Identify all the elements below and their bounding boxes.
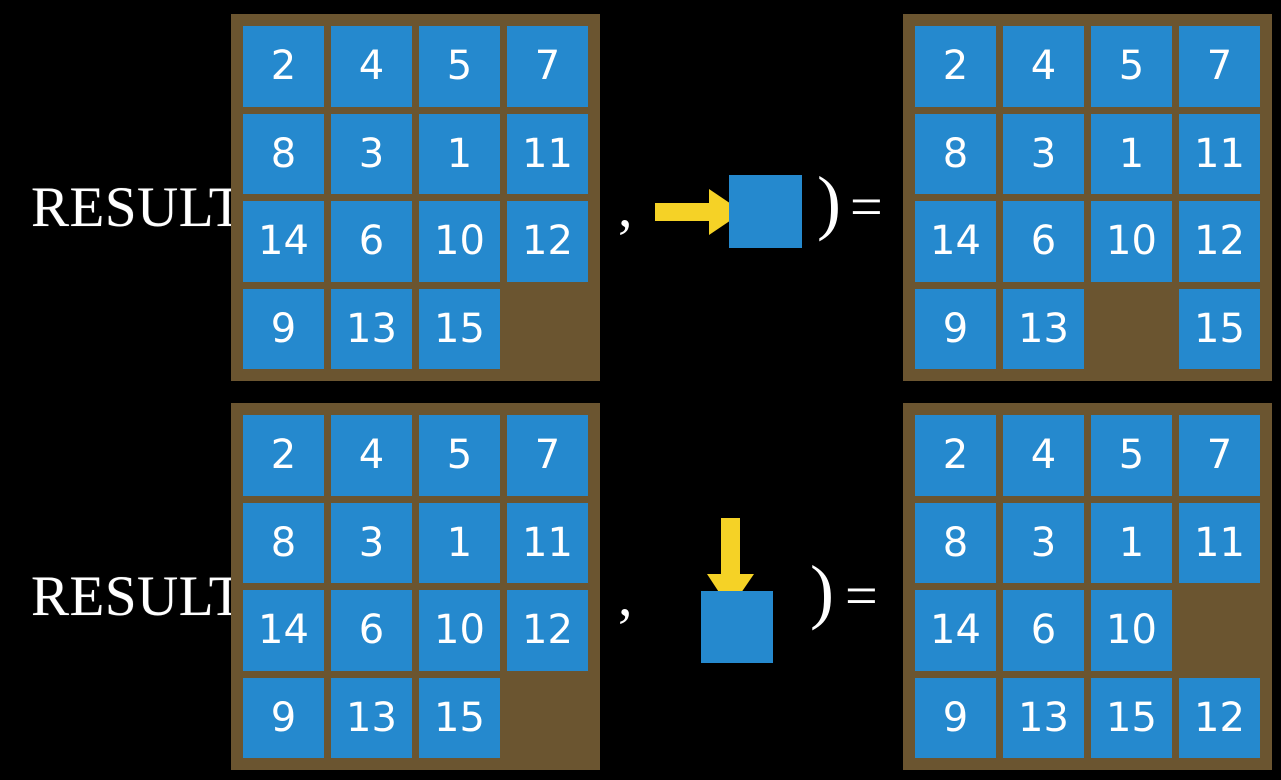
tile[interactable]: 15 (419, 677, 500, 758)
blank-tile (1091, 289, 1172, 370)
tile[interactable]: 6 (1003, 201, 1084, 282)
tile[interactable]: 14 (915, 201, 996, 282)
output-board-row1: 2 4 5 7 8 3 1 11 14 6 10 12 9 13 15 (903, 14, 1272, 381)
tile[interactable]: 13 (331, 288, 412, 369)
tile[interactable]: 12 (507, 590, 588, 671)
equals-sign-row2: = (845, 563, 878, 628)
tile[interactable]: 4 (1003, 26, 1084, 107)
tile[interactable]: 2 (915, 26, 996, 107)
arrow-down-icon (707, 518, 754, 609)
close-paren-row1: ) (817, 162, 841, 242)
tile[interactable]: 12 (1179, 677, 1260, 758)
tile[interactable]: 5 (1091, 415, 1172, 496)
tile[interactable]: 13 (331, 677, 412, 758)
tile[interactable]: 15 (419, 288, 500, 369)
tile[interactable]: 4 (331, 415, 412, 496)
tile[interactable]: 8 (243, 113, 324, 194)
tile[interactable]: 2 (915, 415, 996, 496)
tile[interactable]: 7 (1179, 26, 1260, 107)
result-word-row2: RESULT (31, 565, 245, 628)
tile[interactable]: 6 (331, 590, 412, 671)
input-board-row2: 2 4 5 7 8 3 1 11 14 6 10 12 9 13 15 (231, 403, 600, 770)
tile[interactable]: 6 (331, 201, 412, 282)
tile[interactable]: 2 (243, 26, 324, 107)
tile[interactable]: 11 (1179, 502, 1260, 583)
tile[interactable]: 10 (1091, 201, 1172, 282)
blank-tile (1179, 590, 1260, 671)
tile[interactable]: 1 (419, 113, 500, 194)
blank-tile (507, 289, 588, 370)
tile[interactable]: 11 (507, 502, 588, 583)
tile[interactable]: 4 (331, 26, 412, 107)
tile[interactable]: 1 (1091, 113, 1172, 194)
tile[interactable]: 4 (1003, 415, 1084, 496)
tile[interactable]: 8 (915, 502, 996, 583)
input-board-row1: 2 4 5 7 8 3 1 11 14 6 10 12 9 13 15 (231, 14, 600, 381)
tile[interactable]: 14 (243, 201, 324, 282)
comma-separator-row2: , (618, 563, 633, 628)
tile[interactable]: 10 (419, 590, 500, 671)
tile[interactable]: 10 (1091, 590, 1172, 671)
result-label-row2: RESULT( (31, 564, 263, 626)
tile[interactable]: 15 (1091, 677, 1172, 758)
tile[interactable]: 7 (507, 26, 588, 107)
tile[interactable]: 9 (243, 677, 324, 758)
tile[interactable]: 3 (1003, 502, 1084, 583)
tile[interactable]: 10 (419, 201, 500, 282)
close-paren-row2: ) (810, 551, 834, 631)
tile[interactable]: 14 (915, 590, 996, 671)
output-board-row2: 2 4 5 7 8 3 1 11 14 6 10 9 13 15 12 (903, 403, 1272, 770)
move-target-square-row1 (729, 175, 802, 248)
tile[interactable]: 8 (243, 502, 324, 583)
tile[interactable]: 11 (507, 113, 588, 194)
tile[interactable]: 7 (507, 415, 588, 496)
tile[interactable]: 14 (243, 590, 324, 671)
tile[interactable]: 3 (331, 502, 412, 583)
tile[interactable]: 1 (1091, 502, 1172, 583)
comma-separator-row1: , (618, 174, 633, 239)
tile[interactable]: 15 (1179, 288, 1260, 369)
tile[interactable]: 8 (915, 113, 996, 194)
tile[interactable]: 13 (1003, 677, 1084, 758)
tile[interactable]: 12 (1179, 201, 1260, 282)
tile[interactable]: 9 (915, 677, 996, 758)
tile[interactable]: 13 (1003, 288, 1084, 369)
tile[interactable]: 2 (243, 415, 324, 496)
tile[interactable]: 9 (243, 288, 324, 369)
blank-tile (507, 678, 588, 759)
tile[interactable]: 5 (419, 415, 500, 496)
tile[interactable]: 5 (419, 26, 500, 107)
tile[interactable]: 7 (1179, 415, 1260, 496)
tile[interactable]: 9 (915, 288, 996, 369)
tile[interactable]: 6 (1003, 590, 1084, 671)
equals-sign-row1: = (850, 174, 883, 239)
tile[interactable]: 3 (331, 113, 412, 194)
move-target-square-row2 (701, 591, 773, 663)
result-label-row1: RESULT( (31, 175, 263, 237)
tile[interactable]: 1 (419, 502, 500, 583)
tile[interactable]: 5 (1091, 26, 1172, 107)
tile[interactable]: 11 (1179, 113, 1260, 194)
tile[interactable]: 3 (1003, 113, 1084, 194)
result-word-row1: RESULT (31, 176, 245, 239)
arrow-right-icon (655, 189, 743, 235)
tile[interactable]: 12 (507, 201, 588, 282)
